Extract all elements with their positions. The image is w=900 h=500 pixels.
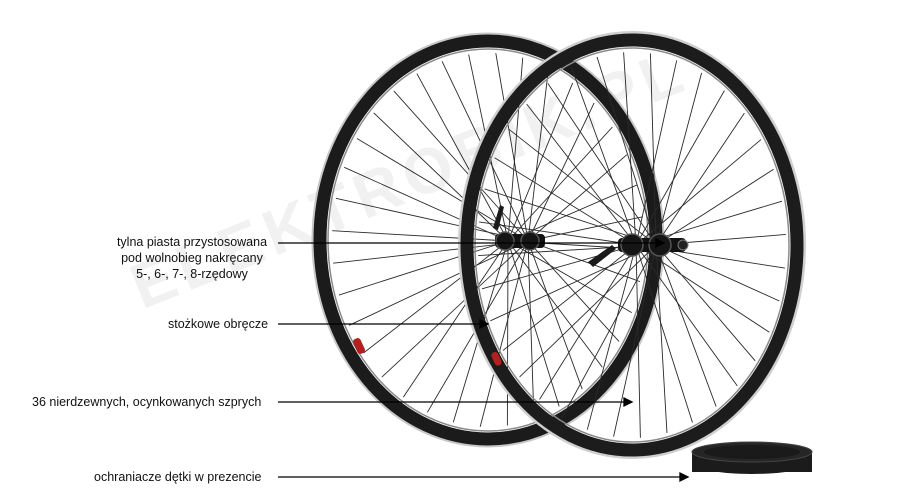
callout-leaders xyxy=(278,237,690,483)
spoke xyxy=(527,67,550,242)
spokes-callout: 36 nierdzewnych, ocynkowanych szprych xyxy=(32,395,262,409)
spoke xyxy=(373,112,509,242)
hub-callout-line-2: pod wolnobieg nakręcany xyxy=(121,251,263,265)
spoke xyxy=(348,240,529,326)
front-spokes xyxy=(478,52,786,438)
spoke xyxy=(490,244,657,322)
spoke xyxy=(393,90,529,242)
spoke xyxy=(494,157,637,246)
front-rim-outer xyxy=(458,31,806,459)
spoke xyxy=(635,244,770,333)
spoke xyxy=(655,244,780,302)
spoke xyxy=(561,244,657,418)
spoke xyxy=(479,221,637,246)
rimtape-leader-arrow xyxy=(679,471,690,483)
spoke xyxy=(586,244,637,430)
spoke xyxy=(527,216,643,242)
spoke xyxy=(344,166,509,242)
spoke xyxy=(527,240,620,342)
hub-callout-line-1: tylna piasta przystosowana xyxy=(116,235,268,249)
spoke xyxy=(613,244,657,437)
rimtape-callout: ochraniacze dętki w prezencie xyxy=(94,470,262,484)
spoke xyxy=(527,154,628,242)
spoke xyxy=(507,126,613,242)
spoke xyxy=(635,244,641,438)
spoke xyxy=(649,53,657,246)
spoke xyxy=(527,102,595,242)
rear-spokes xyxy=(332,53,644,427)
spoke xyxy=(635,90,725,246)
spoke xyxy=(495,53,529,242)
hub-callout-line-3: 5-, 6-, 7-, 8-rzędowy xyxy=(136,267,248,281)
spoke xyxy=(332,230,509,242)
front-valve-sticker xyxy=(491,351,502,366)
spoke xyxy=(655,244,668,433)
spoke xyxy=(655,168,774,246)
spoke xyxy=(508,128,657,246)
spoke xyxy=(526,103,637,246)
rear-valve-sticker xyxy=(352,338,366,354)
spoke xyxy=(335,197,529,242)
spoke xyxy=(507,240,560,407)
hub-callout: tylna piasta przystosowana pod wolnobieg… xyxy=(110,234,274,282)
spoke xyxy=(507,82,574,242)
spoke xyxy=(527,240,535,419)
spoke xyxy=(655,244,756,362)
hub-leader-arrow xyxy=(655,237,666,249)
spoke xyxy=(635,244,738,387)
rear-wheel xyxy=(311,32,665,448)
rim-tape-coil xyxy=(691,441,813,474)
spoke xyxy=(655,244,717,407)
front-wheel xyxy=(458,31,806,459)
spokes-leader-arrow xyxy=(623,396,634,408)
spoke xyxy=(507,240,603,368)
rims-callout: stożkowe obręcze xyxy=(168,317,269,331)
rims-leader-arrow xyxy=(479,318,490,330)
spoke xyxy=(338,240,509,296)
spoke xyxy=(596,56,657,246)
spoke xyxy=(527,240,641,283)
spoke xyxy=(381,240,529,378)
spoke xyxy=(635,139,762,246)
spoke xyxy=(506,240,509,426)
spoke xyxy=(655,72,703,246)
spoke xyxy=(527,240,583,390)
spoke xyxy=(402,240,509,398)
spoke xyxy=(655,112,745,246)
spoke xyxy=(571,67,637,246)
spoke xyxy=(539,244,637,400)
rear-hub xyxy=(493,205,545,251)
spoke xyxy=(623,52,637,246)
spoke xyxy=(547,83,657,246)
spoke xyxy=(519,244,657,378)
spoke xyxy=(363,240,509,354)
spoke xyxy=(635,60,678,246)
front-rim xyxy=(460,33,804,457)
spoke xyxy=(479,240,529,427)
spoke xyxy=(635,244,693,423)
front-rim-inner-edge xyxy=(474,47,790,443)
spoke xyxy=(416,73,509,242)
spoke xyxy=(502,244,637,351)
